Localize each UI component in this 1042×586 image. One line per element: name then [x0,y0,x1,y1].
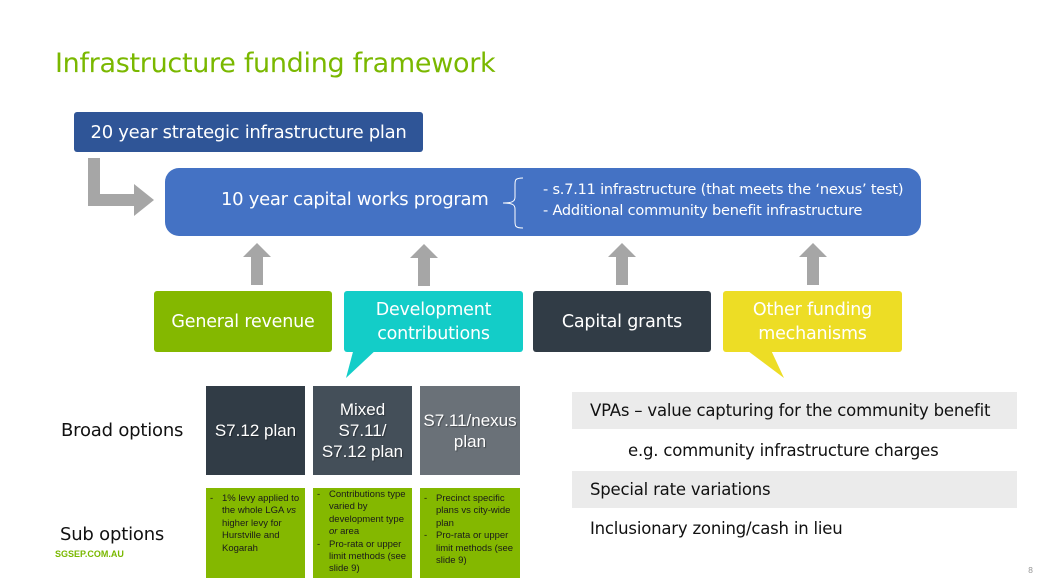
source-label: Other funding [752,299,873,320]
capital-works-box: 10 year capital works program - s.7.11 i… [165,168,921,236]
sub-options-label: Sub options [60,524,165,545]
broad-option-text: plan [453,431,487,451]
sub-option-item: - Contributions type varied by developme… [317,489,408,539]
sub-option-text: Precinct specific plans vs city-wide pla… [436,493,516,530]
bullet-dash: - [317,538,321,550]
curly-brace-icon [502,177,524,229]
text-run: higher levy for Hurstville and Kogarah [222,517,282,554]
broad-option-mixed: Mixed S7.11/ S7.12 plan [313,386,412,475]
text-run: city-wide plan [436,505,511,529]
callout-pointer [346,348,378,378]
broad-option-text: S7.11/nexus [423,410,517,430]
other-mechanism-inclusionary-zoning: Inclusionary zoning/cash in lieu [572,510,1017,547]
other-mechanism-example: e.g. community infrastructure charges [572,432,1017,469]
source-label: mechanisms [758,323,867,344]
bullet-dash: - [424,530,428,542]
capital-works-bullets: - s.7.11 infrastructure (that meets the … [543,180,904,222]
broad-option-text: S7.12 plan [214,421,297,440]
capital-works-label: 10 year capital works program [221,189,489,210]
capital-works-bullet: - Additional community benefit infrastru… [543,203,863,219]
broad-option-text: S7.12 plan [321,442,404,461]
source-label: contributions [377,323,490,344]
strategic-plan-box: 20 year strategic infrastructure plan [74,112,423,152]
up-arrow-icon [410,244,438,286]
source-capital-grants: Capital grants [533,291,711,352]
other-mechanism-special-rates: Special rate variations [572,471,1017,508]
callout-pointer [744,348,784,378]
broad-options-label: Broad options [61,420,184,441]
source-label: Capital grants [561,311,683,332]
text-run-italic: or [329,526,338,538]
source-other-funding: Other funding mechanisms [723,291,902,352]
source-label: Development [375,299,492,320]
source-general-revenue: General revenue [154,291,332,352]
sub-option-box: - Precinct specific plans vs city-wide p… [420,488,520,578]
bullet-dash: - [424,493,428,504]
slide-title: Infrastructure funding framework [55,48,496,79]
broad-option-text: Mixed [339,400,386,419]
sub-option-item: - Pro-rata or upper limit methods (see s… [317,539,408,576]
other-mechanism-text: Inclusionary zoning/cash in lieu [590,519,843,538]
other-mechanism-text: Special rate variations [590,480,771,499]
up-arrow-icon [243,243,271,285]
up-arrow-icon [608,243,636,285]
text-run: Precinct specific plans [436,493,505,517]
sub-option-item: - Pro-rata or upper limit methods (see s… [424,530,516,567]
source-development-contributions: Development contributions [344,291,523,352]
sub-option-item: - Precinct specific plans vs city-wide p… [424,493,516,530]
sub-option-text: Pro-rata or upper limit methods (see sli… [329,538,407,575]
other-mechanism-vpas: VPAs – value capturing for the community… [572,392,1017,429]
broad-option-s712: S7.12 plan [206,386,305,475]
text-run: 1% levy applied to the whole LGA [222,493,300,517]
bent-arrow-icon [88,158,154,216]
sub-option-text: Contributions type varied by development… [329,489,408,539]
broad-option-s711-nexus: S7.11/nexus plan [420,386,520,475]
sub-option-text: Pro-rata or upper limit methods (see sli… [436,530,514,567]
source-label: General revenue [171,311,315,332]
text-run: area [337,526,360,538]
text-run-italic: vs [286,505,296,517]
up-arrow-icon [799,243,827,285]
page-number: 8 [1028,566,1034,575]
text-run: Contributions type varied by development… [329,489,406,525]
capital-works-bullet: - s.7.11 infrastructure (that meets the … [543,182,904,198]
sub-option-box: - Contributions type varied by developme… [313,488,412,578]
strategic-plan-label: 20 year strategic infrastructure plan [90,121,407,143]
sub-option-item: - 1% levy applied to the whole LGA vs hi… [210,493,301,555]
footer-website: SGSEP.COM.AU [55,549,124,559]
broad-option-text: S7.11/ [338,421,387,440]
sub-option-box: - 1% levy applied to the whole LGA vs hi… [206,488,305,578]
text-run: vs [461,505,471,517]
bullet-dash: - [210,493,214,504]
sub-option-text: 1% levy applied to the whole LGA vs high… [222,493,301,555]
bullet-dash: - [317,489,321,500]
other-mechanism-text: e.g. community infrastructure charges [628,441,939,460]
other-mechanism-text: VPAs – value capturing for the community… [590,401,991,420]
